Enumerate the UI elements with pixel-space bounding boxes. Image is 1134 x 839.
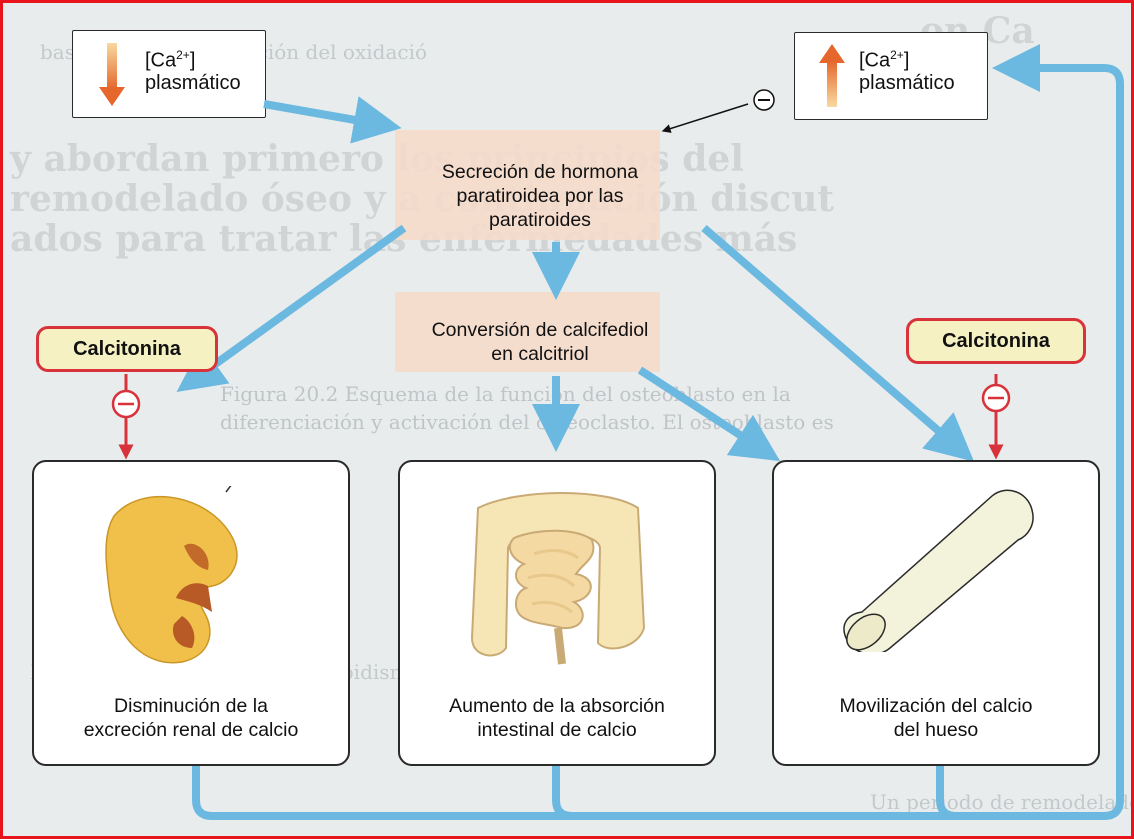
flow-arrow	[640, 370, 760, 448]
bone-text: Movilización del calcio del hueso	[774, 694, 1098, 742]
bone-box: Movilización del calcio del hueso	[772, 460, 1100, 766]
flow-arrow	[212, 374, 424, 380]
intestine-box: Aumento de la absorción intestinal de ca…	[398, 460, 716, 766]
bone-icon	[822, 482, 1052, 652]
bone-line: del hueso	[774, 718, 1098, 742]
intestine-text: Aumento de la absorción intestinal de ca…	[400, 694, 714, 742]
kidney-icon	[104, 486, 274, 666]
kidney-line: excreción renal de calcio	[34, 718, 348, 742]
secretion-text: Secreción de hormona paratiroidea por la…	[410, 160, 670, 232]
secretion-line: Secreción de hormona	[410, 160, 670, 184]
intestine-icon	[458, 478, 658, 678]
conversion-text: Conversión de calcifediol en calcitriol	[410, 318, 670, 366]
secretion-line: paratiroides	[410, 208, 670, 232]
conversion-line: Conversión de calcifediol	[410, 318, 670, 342]
inhibit-arrow	[666, 104, 748, 130]
kidney-line: Disminución de la	[34, 694, 348, 718]
feedback-loop	[940, 766, 956, 816]
calcitonin-right-box: Calcitonina	[906, 318, 1086, 364]
flow-arrow	[264, 104, 378, 124]
kidney-text: Disminución de la excreción renal de cal…	[34, 694, 348, 742]
conversion-line: en calcitriol	[410, 342, 670, 366]
intestine-line: intestinal de calcio	[400, 718, 714, 742]
kidney-box: Disminución de la excreción renal de cal…	[32, 460, 350, 766]
secretion-line: paratiroidea por las	[410, 184, 670, 208]
bone-line: Movilización del calcio	[774, 694, 1098, 718]
calcitonin-left-box: Calcitonina	[36, 326, 218, 372]
intestine-line: Aumento de la absorción	[400, 694, 714, 718]
feedback-loop	[556, 766, 572, 816]
flow-arrow	[196, 228, 404, 378]
